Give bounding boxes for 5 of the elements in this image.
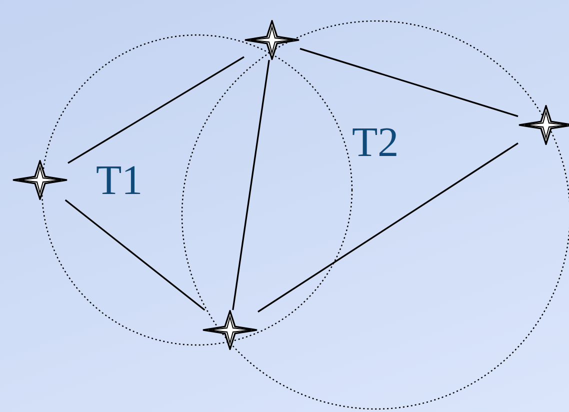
triangle-label: T2 [352, 122, 399, 164]
triangle-label: T1 [96, 160, 143, 202]
connector-line [232, 60, 270, 310]
connector-line [258, 142, 518, 312]
connector-line [300, 48, 518, 118]
